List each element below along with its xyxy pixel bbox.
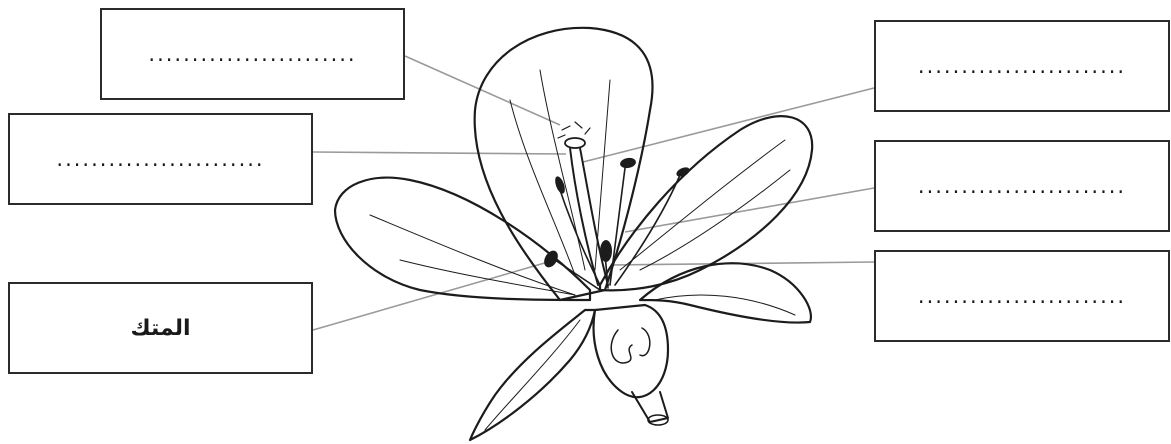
ovary (594, 305, 668, 397)
label-text-top-right: ........................ (918, 54, 1126, 78)
label-box-bottom-left[interactable]: المتك (8, 282, 313, 374)
label-box-middle-left[interactable]: ........................ (8, 113, 313, 205)
sepal-right (640, 263, 811, 322)
anther-2 (619, 157, 636, 170)
petal-left (335, 178, 590, 300)
label-text-bottom-left: المتك (130, 316, 190, 341)
label-box-middle-right[interactable]: ........................ (874, 140, 1170, 232)
label-box-top-right[interactable]: ........................ (874, 20, 1170, 112)
leader-line-top-left (405, 56, 560, 125)
leader-line-top-right (583, 88, 874, 162)
sepal-left (470, 310, 595, 440)
label-text-bottom-right: ........................ (918, 284, 1126, 308)
anther-5 (600, 240, 612, 262)
leader-line-bottom-left (313, 262, 548, 330)
leader-line-mid-left (313, 152, 566, 154)
label-text-middle-left: ........................ (56, 147, 264, 171)
label-box-top-left[interactable]: ........................ (100, 8, 405, 100)
stigma (565, 138, 585, 148)
flower (335, 28, 812, 440)
label-box-bottom-right[interactable]: ........................ (874, 250, 1170, 342)
label-text-top-left: ........................ (148, 42, 356, 66)
label-text-middle-right: ........................ (918, 174, 1126, 198)
